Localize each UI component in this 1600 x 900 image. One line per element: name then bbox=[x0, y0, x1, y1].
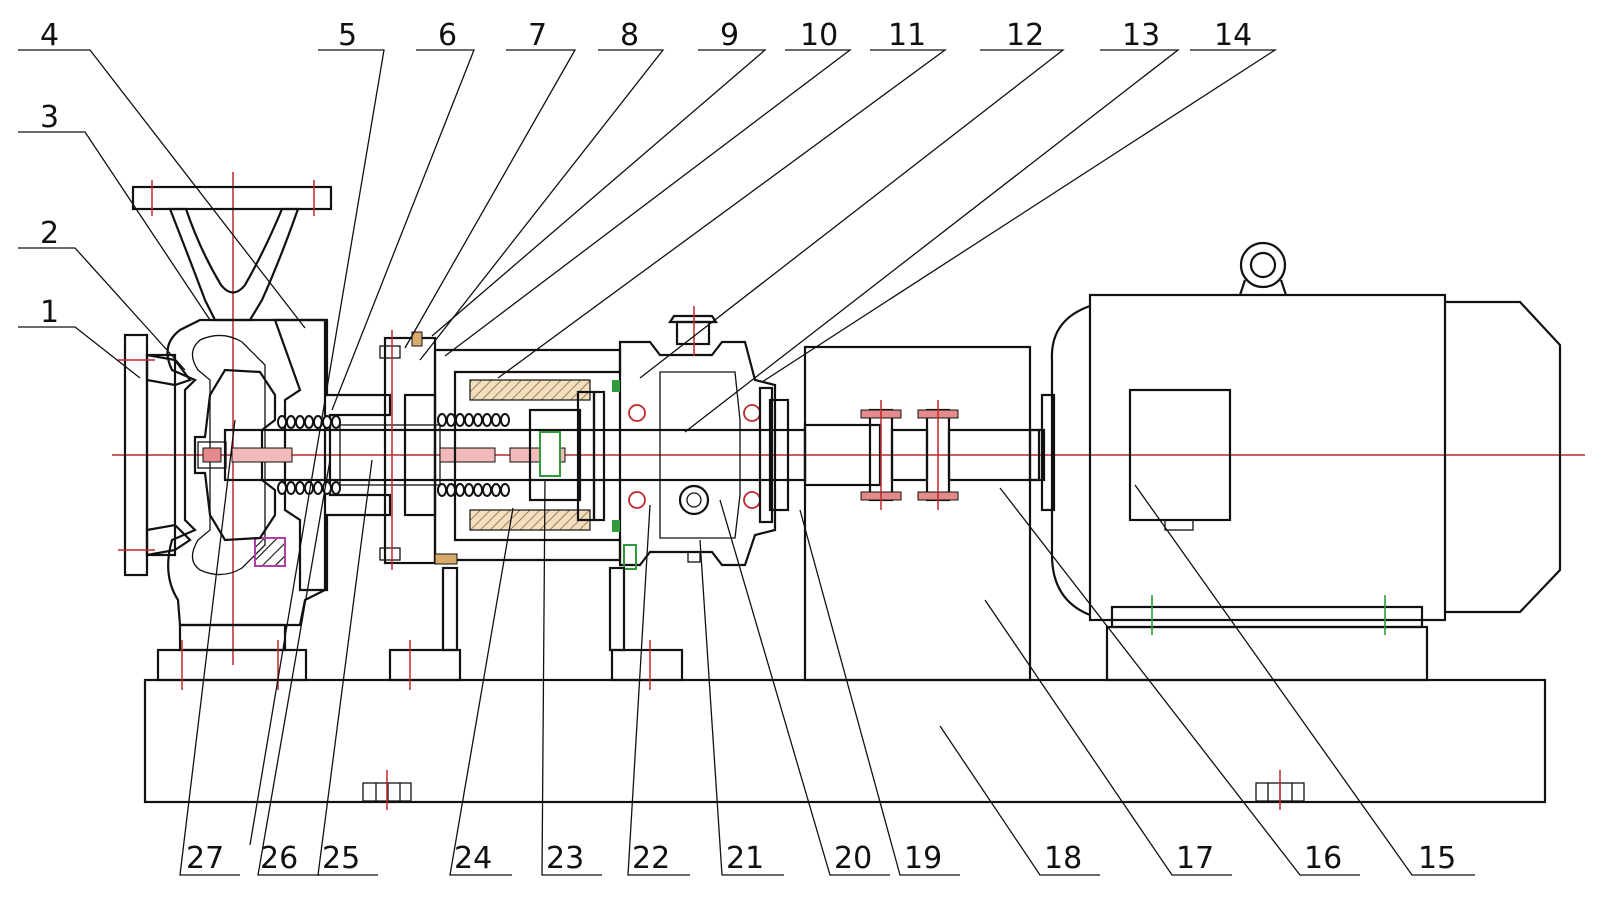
callout-1: 1 bbox=[40, 295, 59, 330]
spring-coil bbox=[499, 483, 511, 497]
callout-11: 11 bbox=[888, 18, 926, 53]
spring-coil bbox=[454, 413, 466, 427]
spring-coil bbox=[472, 413, 484, 427]
callout-21: 21 bbox=[726, 841, 764, 876]
callout-27: 27 bbox=[186, 841, 224, 876]
spring-coil bbox=[445, 413, 457, 427]
spring-coil bbox=[481, 413, 493, 427]
spring-coil bbox=[436, 413, 448, 427]
spring-coil bbox=[454, 483, 466, 497]
callout-26: 26 bbox=[260, 841, 298, 876]
callout-22: 22 bbox=[632, 841, 670, 876]
spring-coil bbox=[303, 415, 315, 429]
callout-13: 13 bbox=[1122, 18, 1160, 53]
spring-coil bbox=[481, 483, 493, 497]
coupling bbox=[803, 400, 1041, 510]
callout-6: 6 bbox=[438, 18, 457, 53]
callout-7: 7 bbox=[528, 18, 547, 53]
spring-coil bbox=[436, 483, 448, 497]
coupling-bracket bbox=[803, 345, 1032, 682]
spring-coil bbox=[321, 415, 333, 429]
centerlines bbox=[112, 172, 1585, 665]
spring-coil bbox=[294, 415, 306, 429]
pump-casing bbox=[118, 180, 333, 690]
seal-chamber bbox=[379, 330, 622, 570]
spring-coil bbox=[499, 413, 511, 427]
callout-numbers: 4 5 6 7 8 9 10 11 12 13 14 3 2 1 27 26 2… bbox=[40, 18, 1456, 876]
electric-motor bbox=[1028, 241, 1562, 682]
spring-coil bbox=[330, 481, 342, 495]
bearing-housing bbox=[388, 306, 790, 690]
leader-lines bbox=[18, 49, 1475, 876]
callout-23: 23 bbox=[546, 841, 584, 876]
callout-19: 19 bbox=[904, 841, 942, 876]
spring-coil bbox=[285, 481, 297, 495]
callout-17: 17 bbox=[1176, 841, 1214, 876]
spring-coil bbox=[276, 481, 288, 495]
spring-coil bbox=[312, 481, 324, 495]
spring-coil bbox=[463, 413, 475, 427]
spring-coil bbox=[294, 481, 306, 495]
spring-coil bbox=[490, 413, 502, 427]
callout-14: 14 bbox=[1214, 18, 1252, 53]
callout-16: 16 bbox=[1304, 841, 1342, 876]
callout-3: 3 bbox=[40, 100, 59, 135]
callout-20: 20 bbox=[834, 841, 872, 876]
spring-coil bbox=[445, 483, 457, 497]
spring-coil bbox=[490, 483, 502, 497]
callout-12: 12 bbox=[1006, 18, 1044, 53]
callout-8: 8 bbox=[620, 18, 639, 53]
base-frame bbox=[143, 678, 1547, 810]
callout-5: 5 bbox=[338, 18, 357, 53]
callout-2: 2 bbox=[40, 216, 59, 251]
callout-25: 25 bbox=[322, 841, 360, 876]
spring-coil bbox=[285, 415, 297, 429]
spring-coil bbox=[472, 483, 484, 497]
callout-15: 15 bbox=[1418, 841, 1456, 876]
spring-coil bbox=[330, 415, 342, 429]
callout-4: 4 bbox=[40, 18, 59, 53]
casing-cover bbox=[273, 318, 392, 592]
callout-18: 18 bbox=[1044, 841, 1082, 876]
spring-coil bbox=[276, 415, 288, 429]
callout-24: 24 bbox=[454, 841, 492, 876]
spring-coil bbox=[463, 483, 475, 497]
callout-9: 9 bbox=[720, 18, 739, 53]
callout-10: 10 bbox=[800, 18, 838, 53]
